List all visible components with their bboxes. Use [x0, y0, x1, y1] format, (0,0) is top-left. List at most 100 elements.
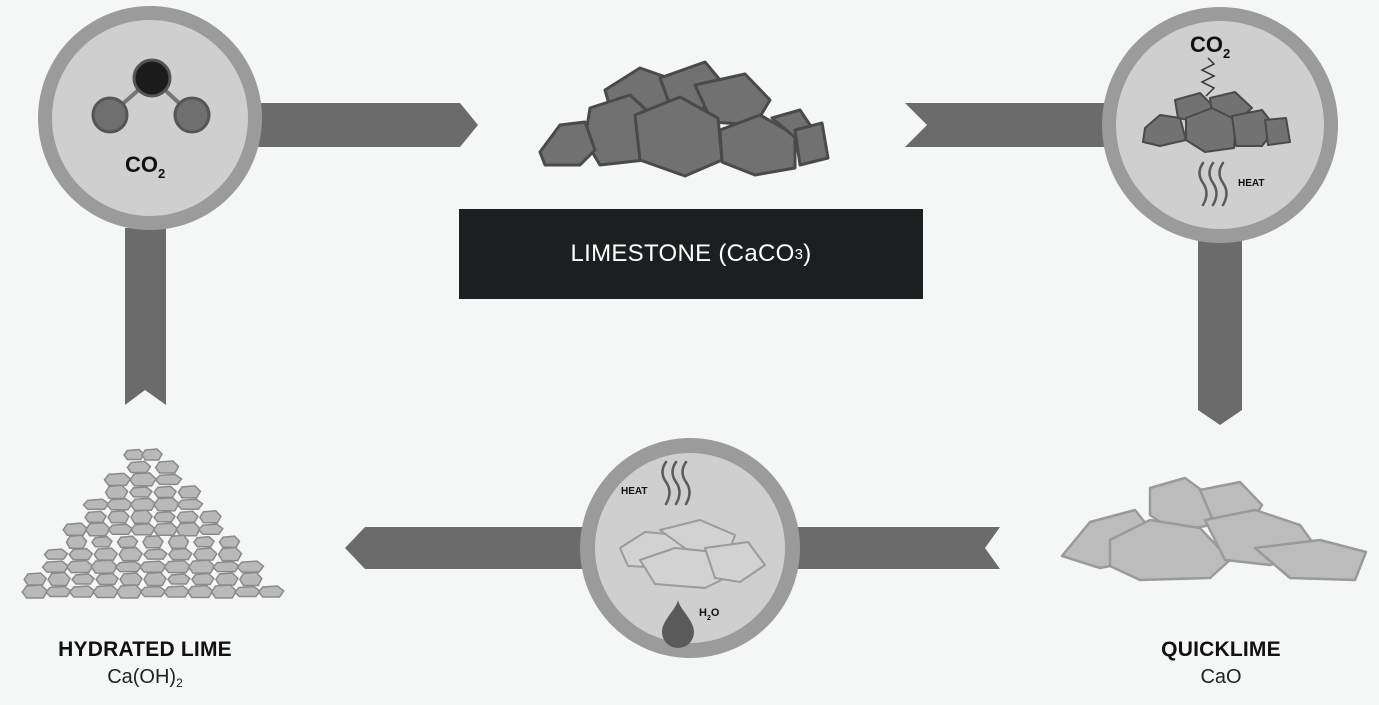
calcination-heat-label: HEAT: [1238, 178, 1264, 189]
hydrated-lime-pebble: [154, 460, 180, 474]
hydrated-lime-pebble: [212, 560, 241, 573]
co2-circle: CO2: [38, 6, 262, 230]
hydrated-lime-pebble: [84, 510, 108, 524]
hydrated-lime-pebble: [130, 509, 153, 525]
svg-text:CO2: CO2: [1190, 32, 1230, 61]
hydrated-lime-pebble: [154, 473, 183, 486]
hydrated-lime-pebble: [106, 498, 134, 511]
hydrated-lime-pebble: [187, 559, 216, 574]
hydrated-lime-pebble: [129, 472, 157, 487]
hydrated-lime-pebble: [167, 547, 193, 561]
hydrated-lime-pebble: [68, 547, 94, 561]
quicklime-name: QUICKLIME: [1161, 638, 1281, 661]
hydrated-lime-pebble: [21, 584, 49, 599]
hydrated-lime-pebble: [236, 560, 265, 573]
hydrated-lime-formula-subscript: 2: [176, 676, 183, 690]
hydrated-lime-pebble: [153, 497, 180, 512]
arrow-slaking-to-hydrated: [345, 527, 620, 569]
limestone-label-subscript: 3: [794, 245, 804, 263]
limestone-heating-rocks-icon: [1142, 91, 1291, 153]
hydrated-lime-pebble: [126, 460, 152, 474]
hydrated-lime-formula: Ca(OH)2: [0, 666, 290, 690]
slaking-circle: HEAT H2O: [580, 438, 800, 658]
hydrated-lime-pebble: [142, 548, 168, 560]
hydrated-lime-pebble: [107, 523, 134, 535]
calcination-co2-label: CO: [1190, 32, 1223, 57]
hydrated-lime-name: HYDRATED LIME: [58, 638, 232, 661]
hydrated-lime-pebble: [177, 485, 202, 499]
hydrated-lime-pebble: [163, 559, 192, 574]
svg-text:CO2: CO2: [125, 152, 165, 181]
hydrated-lime-pebble: [103, 472, 132, 487]
hydrated-lime-pebble: [115, 584, 143, 599]
hydrated-lime-pebble: [118, 546, 144, 562]
hydrated-lime-pebble: [23, 572, 48, 586]
hydrated-lime-pebble: [44, 585, 73, 598]
hydrated-lime-pebble: [176, 510, 199, 524]
water-drop-icon: [662, 600, 694, 648]
co2-label-subscript: 2: [158, 166, 165, 181]
hydrated-lime-pebble: [139, 585, 167, 598]
svg-text:H2O: H2O: [699, 607, 720, 622]
water-label-subscript: 2: [707, 615, 711, 622]
oxygen-atom-icon-right: [173, 96, 211, 134]
hydrated-lime-pebble: [152, 522, 179, 536]
hydrated-lime-pebble: [197, 523, 224, 535]
arrow-quicklime-to-slaking: [770, 527, 1000, 569]
quicklime-formula: CaO: [1200, 666, 1242, 688]
slaking-rocks-outline-icon: [619, 519, 766, 589]
slaking-heat-label: HEAT: [621, 486, 647, 497]
hydrated-lime-pebble: [143, 571, 167, 587]
hydrated-lime-pebble: [104, 484, 129, 500]
hydrated-lime-pebble: [65, 534, 88, 549]
hydrated-lime-pebble: [68, 585, 96, 598]
arrow-co2-to-limestone: [255, 103, 478, 147]
hydrated-lime-pebble: [95, 572, 120, 586]
hydrated-lime-pebble: [91, 535, 113, 548]
hydrated-lime-pebble: [119, 572, 143, 586]
limestone-label-end: ): [803, 240, 812, 267]
hydrated-lime-pebble: [128, 486, 153, 498]
oxygen-atom-icon-left: [91, 96, 129, 134]
hydrated-lime-pebble: [139, 560, 168, 573]
hydrated-lime-pebble: [47, 571, 72, 587]
hydrated-lime-pebble: [238, 571, 263, 587]
hydrated-lime-pebble: [90, 559, 119, 574]
arrow-calcination-to-quicklime: [1198, 235, 1242, 425]
hydrated-lime-pile-icon: [21, 448, 285, 599]
hydrated-lime-pebble: [123, 448, 145, 461]
carbon-atom-icon: [132, 58, 172, 98]
hydrated-lime-pebble: [65, 559, 94, 574]
hydrated-lime-pebble: [153, 511, 176, 523]
water-label-end: O: [711, 607, 720, 619]
hydrated-lime-pebble: [199, 510, 222, 524]
hydrated-lime-pebble: [92, 584, 120, 599]
hydrated-lime-pebble: [176, 498, 204, 511]
hydrated-lime-pebble: [43, 548, 69, 560]
hydrated-lime-pebble: [192, 547, 218, 561]
hydrated-lime-pebble: [84, 521, 111, 537]
hydrated-lime-pebble: [82, 498, 110, 511]
hydrated-lime-pebble: [142, 534, 164, 549]
hydrated-lime-pebble: [166, 573, 191, 585]
quicklime-caption: QUICKLIME CaO: [1071, 638, 1371, 689]
hydrated-lime-pebble: [71, 573, 96, 585]
limestone-label: LIMESTONE (CaCO: [570, 240, 795, 267]
co2-label: CO: [125, 152, 158, 177]
hydrated-lime-pebble: [129, 497, 157, 512]
arrow-hydrated-to-co2: [125, 228, 166, 405]
hydrated-lime-pebble: [190, 572, 215, 586]
slaking-heat-waves-icon: [661, 460, 691, 506]
hydrated-lime-pebble: [114, 560, 143, 573]
hydrated-lime-pebble: [167, 534, 190, 549]
hydrated-lime-pebble: [218, 535, 241, 548]
heat-waves-icon: [1198, 161, 1228, 207]
hydrated-lime-pebble: [175, 521, 202, 537]
hydrated-lime-pebble: [141, 448, 163, 461]
hydrated-lime-pebble: [257, 585, 285, 598]
calcination-co2-subscript: 2: [1223, 46, 1230, 61]
water-label: H: [699, 607, 707, 619]
hydrated-lime-formula-main: Ca(OH): [107, 666, 177, 688]
